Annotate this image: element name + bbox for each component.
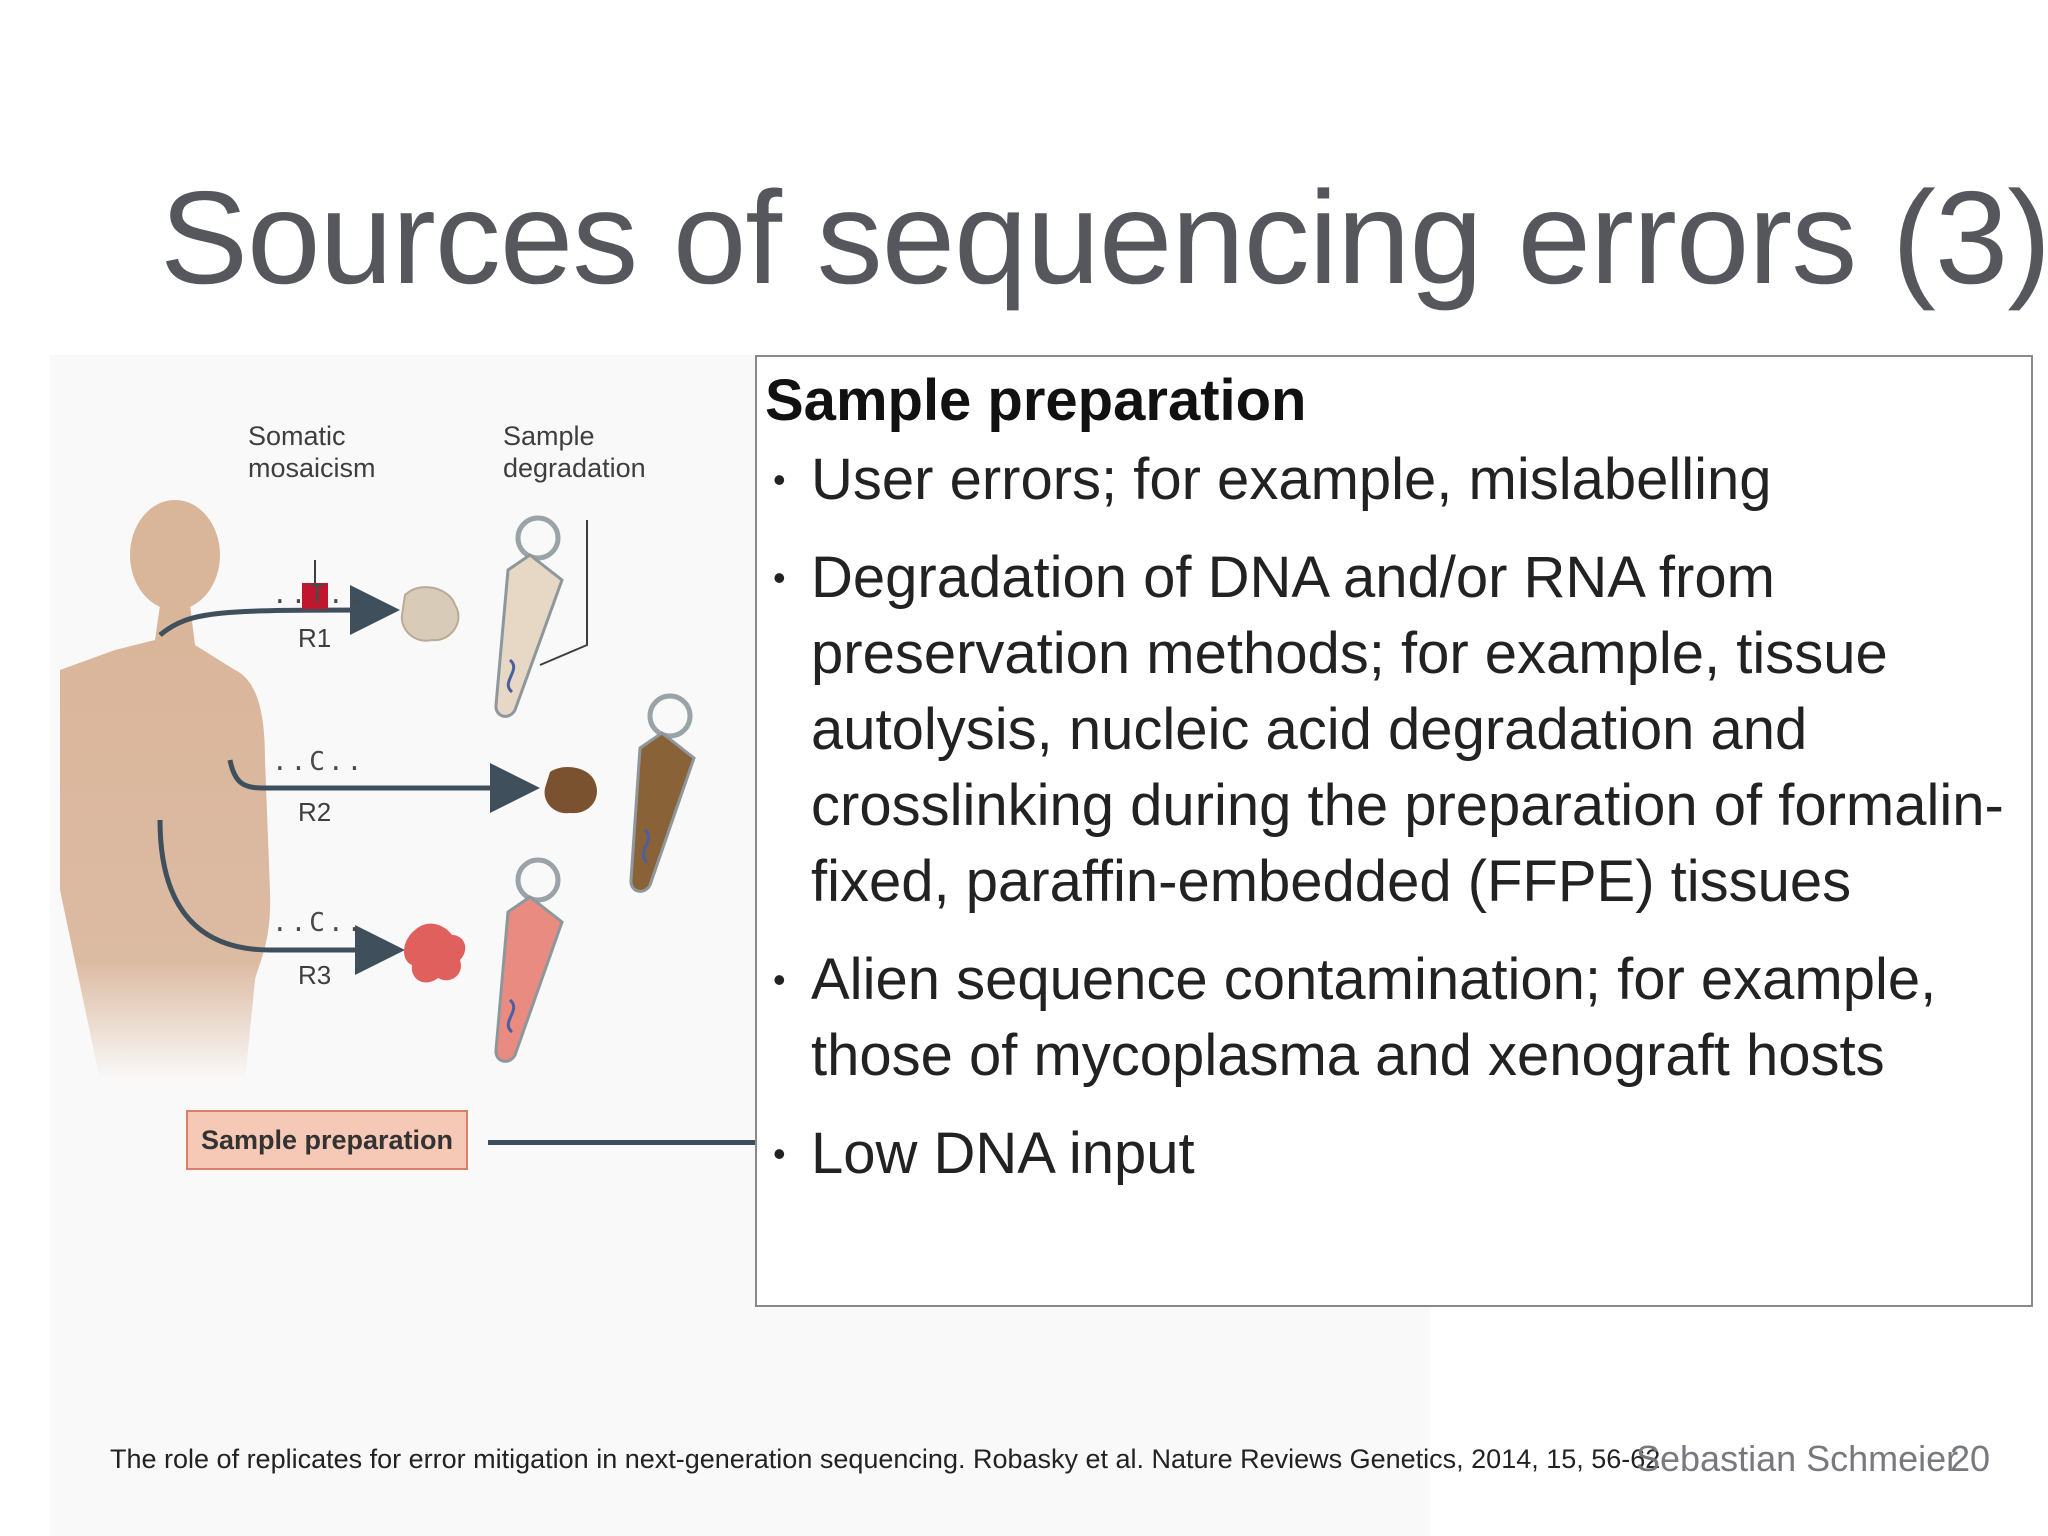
footer-reference: The role of replicates for error mitigat… bbox=[110, 1444, 1661, 1474]
arrow-r1 bbox=[158, 585, 400, 637]
bullet-item: • Alien sequence contamination; for exam… bbox=[765, 942, 2031, 1094]
bullet-text: Alien sequence contamination; for exampl… bbox=[811, 946, 1937, 1088]
bullet-text: Degradation of DNA and/or RNA from prese… bbox=[811, 544, 2004, 914]
replicate-label-r2: R2 bbox=[298, 797, 332, 827]
label-sample-degradation: Sample degradation bbox=[503, 420, 646, 484]
bullet-icon: • bbox=[773, 958, 786, 1000]
bullet-item: • Low DNA input bbox=[765, 1116, 2031, 1192]
mutation-marker bbox=[302, 583, 328, 609]
sequence-r1: ..T.. bbox=[272, 580, 366, 610]
sequence-r2: ..C.. bbox=[272, 747, 366, 777]
slide-title: Sources of sequencing errors (3) bbox=[160, 164, 2048, 311]
bullet-icon: • bbox=[773, 1132, 786, 1174]
label-line: degradation bbox=[503, 453, 646, 483]
label-line: Sample bbox=[503, 421, 595, 451]
replicate-label-r3: R3 bbox=[298, 960, 332, 990]
bullet-text: Low DNA input bbox=[811, 1120, 1195, 1186]
tube-r3-icon bbox=[494, 857, 564, 1063]
tube-r2-icon bbox=[629, 693, 696, 893]
callout-heading: Sample preparation bbox=[765, 368, 1307, 433]
sample-preparation-step: Sample preparation bbox=[186, 1110, 468, 1170]
arrow-r2 bbox=[227, 759, 540, 813]
label-line: Somatic bbox=[248, 421, 346, 451]
tissue-r3 bbox=[404, 923, 466, 983]
bullet-list: • User errors; for example, mislabelling… bbox=[765, 442, 2031, 1192]
bullet-icon: • bbox=[773, 458, 786, 500]
human-body-icon bbox=[60, 500, 271, 1080]
label-line: mosaicism bbox=[248, 453, 376, 483]
tissue-r1 bbox=[400, 586, 460, 642]
figure: Somatic mosaicism Sample degradation ..T… bbox=[60, 420, 760, 1180]
bullet-text: User errors; for example, mislabelling bbox=[811, 446, 1772, 512]
degradation-pointer bbox=[539, 520, 588, 666]
bullet-item: • User errors; for example, mislabelling bbox=[765, 442, 2031, 518]
bullet-item: • Degradation of DNA and/or RNA from pre… bbox=[765, 540, 2031, 920]
tube-r1-icon bbox=[494, 515, 564, 718]
footer-author: Sebastian Schmeier bbox=[1636, 1438, 1959, 1479]
label-somatic-mosaicism: Somatic mosaicism bbox=[248, 420, 376, 484]
page-number: 20 bbox=[1950, 1438, 1991, 1479]
tissue-r2 bbox=[544, 767, 598, 814]
figure-illustration bbox=[60, 500, 696, 1080]
callout-box: Sample preparation • User errors; for ex… bbox=[755, 355, 2033, 1307]
arrow-r3 bbox=[157, 819, 405, 975]
bullet-icon: • bbox=[773, 556, 786, 598]
connector-line bbox=[488, 1140, 756, 1145]
replicate-label-r1: R1 bbox=[298, 623, 332, 653]
sequence-r3: ..C.. bbox=[272, 908, 366, 938]
